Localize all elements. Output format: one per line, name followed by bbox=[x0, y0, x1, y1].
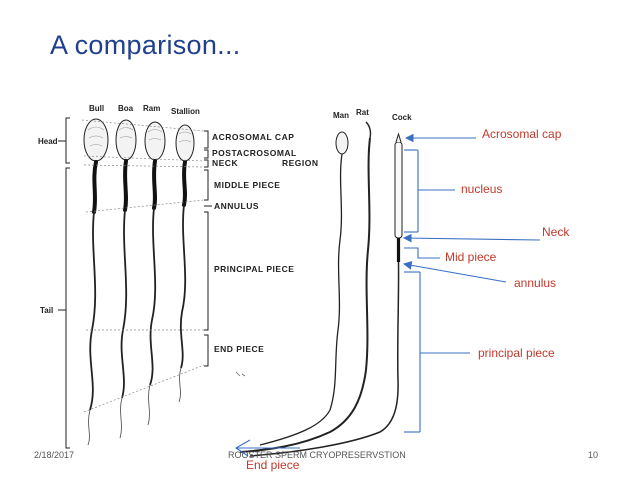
acrosomal-cap-bracket bbox=[204, 130, 209, 149]
page-number: 10 bbox=[588, 450, 599, 460]
stallion-sperm-head bbox=[175, 124, 195, 162]
principal-piece-bracket bbox=[204, 211, 209, 331]
label-neck: Neck bbox=[542, 225, 570, 239]
tail-label: Tail bbox=[40, 306, 53, 315]
ram-principal-piece bbox=[149, 207, 157, 386]
species-label-rat: Rat bbox=[356, 108, 369, 117]
postacrosomal-label: POSTACROSOMAL bbox=[212, 148, 297, 158]
mid-piece-arrow bbox=[404, 247, 440, 259]
species-label-man: Man bbox=[333, 111, 349, 120]
principal-piece-label: PRINCIPAL PIECE bbox=[214, 264, 294, 274]
stallion-middle-piece bbox=[182, 160, 187, 207]
head-bracket bbox=[65, 117, 70, 164]
end-piece-bracket bbox=[204, 334, 209, 367]
label-principal-piece: principal piece bbox=[478, 346, 555, 360]
rat-sperm-tail bbox=[239, 137, 371, 453]
cock-sperm-nucleus bbox=[394, 141, 403, 239]
footer-date: 2/18/2017 bbox=[34, 450, 75, 460]
annulus-arrow bbox=[402, 261, 507, 283]
label-nucleus: nucleus bbox=[461, 182, 503, 196]
footer-title: ROOSTER SPERM CRYOPRESERVSTION bbox=[228, 450, 406, 460]
rat-sperm-head bbox=[365, 121, 372, 139]
end-piece-label: END PIECE bbox=[214, 344, 264, 354]
species-label-bull: Bull bbox=[89, 104, 104, 113]
annulus-label: ANNULUS bbox=[214, 201, 259, 211]
stallion-principal-piece bbox=[179, 204, 187, 369]
tail-bracket bbox=[65, 167, 70, 449]
principal-piece-bracket-line bbox=[419, 272, 470, 432]
acrosomal-cap-label: ACROSOMAL CAP bbox=[212, 132, 294, 142]
cock-principal-piece bbox=[249, 261, 400, 457]
boa-middle-piece bbox=[123, 159, 128, 212]
species-label-ram: Ram bbox=[143, 104, 160, 113]
region-label: REGION bbox=[282, 158, 319, 168]
cock-acrosome bbox=[395, 132, 402, 143]
neck-arrow bbox=[402, 233, 541, 243]
label-acrosomal-cap: Acrosomal cap bbox=[482, 127, 562, 141]
label-end-piece: End piece bbox=[246, 458, 300, 472]
bull-principal-piece bbox=[89, 211, 97, 411]
species-label-stallion: Stallion bbox=[171, 107, 200, 116]
bull-middle-piece bbox=[92, 160, 98, 214]
label-mid-piece: Mid piece bbox=[445, 250, 497, 264]
boa-principal-piece bbox=[120, 209, 128, 399]
man-sperm-head bbox=[335, 131, 349, 155]
head-label: Head bbox=[38, 137, 58, 146]
neck-label: NECK bbox=[212, 158, 238, 168]
bull-sperm-head bbox=[83, 118, 109, 162]
ram-sperm-head bbox=[144, 121, 166, 161]
species-label-boa: Boa bbox=[118, 104, 134, 113]
boa-sperm-head bbox=[115, 119, 137, 161]
slide-title: A comparison... bbox=[50, 30, 241, 60]
middle-piece-bracket bbox=[204, 169, 209, 201]
man-sperm-tail bbox=[259, 153, 343, 446]
species-label-cock: Cock bbox=[392, 113, 412, 122]
middle-piece-label: MIDDLE PIECE bbox=[214, 180, 280, 190]
label-annulus: annulus bbox=[514, 276, 557, 290]
ram-middle-piece bbox=[152, 159, 157, 210]
nucleus-bracket-line bbox=[417, 150, 455, 232]
